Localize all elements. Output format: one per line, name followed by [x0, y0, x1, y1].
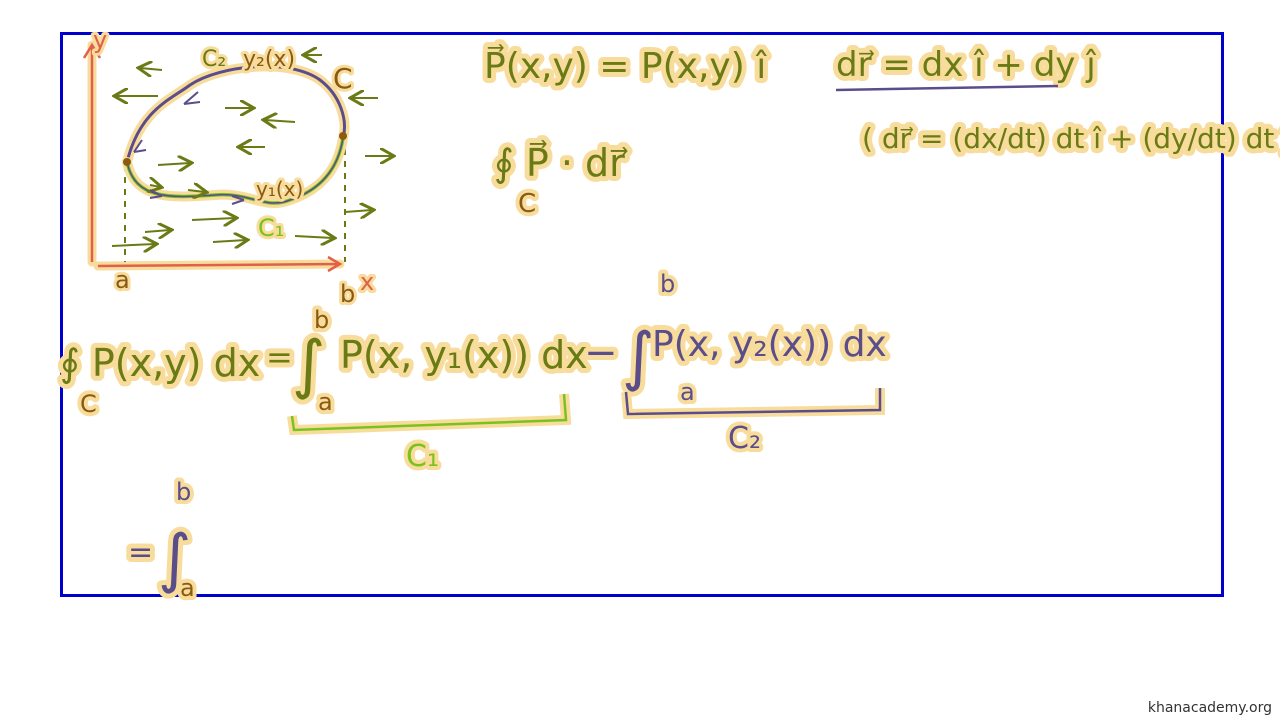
- bottom-equation: = ∫ b a: [123, 474, 199, 606]
- integral-3-upper: b: [176, 478, 191, 506]
- label-y1: y₁(x): [256, 177, 303, 201]
- integral-2-sign: ∫: [622, 320, 655, 394]
- main-lhs-subscript: C: [80, 390, 97, 418]
- blackboard-frame: [60, 32, 1224, 597]
- integral-3-sign: ∫: [158, 522, 191, 596]
- x-axis-label: x: [360, 268, 374, 296]
- brace-c1: [290, 393, 568, 432]
- integral-1-upper: b: [314, 306, 329, 334]
- brace-c1-label: C₁: [406, 439, 439, 474]
- minus-sign: −: [584, 330, 618, 376]
- brace-c2-label: C₂: [728, 421, 761, 456]
- main-lhs: ∮ P(x,y) dx: [60, 341, 260, 385]
- field-definition: P⃗(x,y) = P(x,y) î: [484, 43, 767, 87]
- line-integral-expression: ∮ P⃗ · dr⃗: [494, 140, 629, 185]
- dr-parametric: ( dr⃗ = (dx/dt) dt î + (dy/dt) dt ĵ ): [862, 122, 1280, 155]
- y-axis: [82, 42, 102, 262]
- dr-definition: dr⃗ = dx î + dy ĵ: [836, 45, 1097, 85]
- label-c1-graph: C₁: [258, 214, 284, 242]
- label-c2-top: C₂: [202, 47, 226, 72]
- vector-field-arrows: [111, 55, 392, 246]
- point-left: [123, 158, 131, 166]
- y-axis-label: y: [93, 26, 107, 54]
- main-equation: ∮ P(x,y) dx C = ∫ b a P(x, y₁(x)) dx C₁ …: [55, 266, 892, 478]
- label-y2: y₂(x): [243, 47, 295, 72]
- equals-2: =: [128, 535, 153, 570]
- integral-2-lower: a: [680, 378, 695, 406]
- curve-label-c: C: [333, 62, 353, 95]
- equals-1: =: [266, 338, 293, 376]
- curve-upper-c2: [125, 64, 346, 163]
- integral-1-sign: ∫: [292, 328, 325, 402]
- integral-1-lower: a: [318, 388, 333, 416]
- site-credit: khanacademy.org: [1147, 700, 1272, 716]
- x-axis: [97, 255, 343, 273]
- integral-1-body: P(x, y₁(x)) dx: [340, 333, 588, 377]
- region-graph: y x a b C C₂ y₂(x) y₁(x) C₁: [82, 23, 392, 311]
- brace-c2: [624, 388, 882, 416]
- integral-3-lower: a: [180, 574, 195, 602]
- label-a: a: [115, 266, 130, 294]
- integral-2-body: P(x, y₂(x)) dx: [652, 324, 887, 365]
- label-b: b: [340, 280, 355, 308]
- integral-2-upper: b: [660, 270, 675, 298]
- point-right: [339, 132, 347, 140]
- dr-underline: [835, 84, 1059, 92]
- line-integral-subscript: C: [518, 189, 536, 219]
